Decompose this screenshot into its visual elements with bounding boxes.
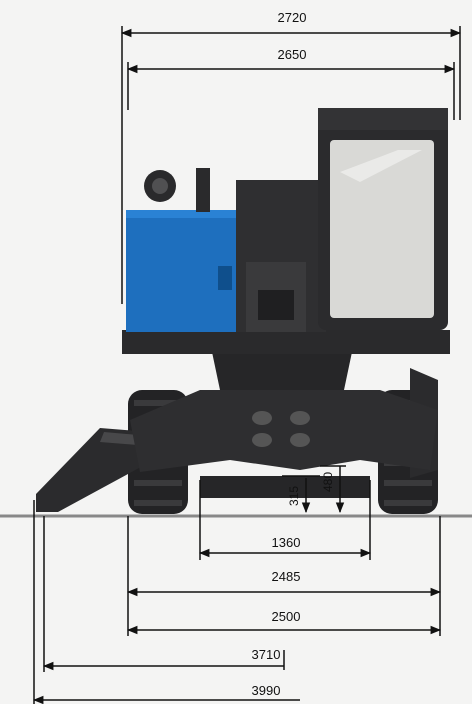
dim-2485-label: 2485 <box>271 569 301 584</box>
cab-window <box>330 140 434 318</box>
dim-1360-label: 1360 <box>271 535 301 550</box>
dim-3710-label: 3710 <box>251 647 281 662</box>
dim-2650-label: 2650 <box>277 47 307 62</box>
dim-3990-label: 3990 <box>251 683 281 698</box>
left-outrigger <box>36 428 150 512</box>
undercarriage <box>130 390 438 472</box>
slew-ring <box>212 352 352 390</box>
dim-2720-label: 2720 <box>277 10 307 25</box>
dim-2500-label: 2500 <box>271 609 301 624</box>
upper-frame <box>122 330 450 354</box>
excavator-machine <box>36 108 450 514</box>
dim-315-label: 315 <box>287 485 301 507</box>
dim-480-label: 480 <box>321 471 335 493</box>
